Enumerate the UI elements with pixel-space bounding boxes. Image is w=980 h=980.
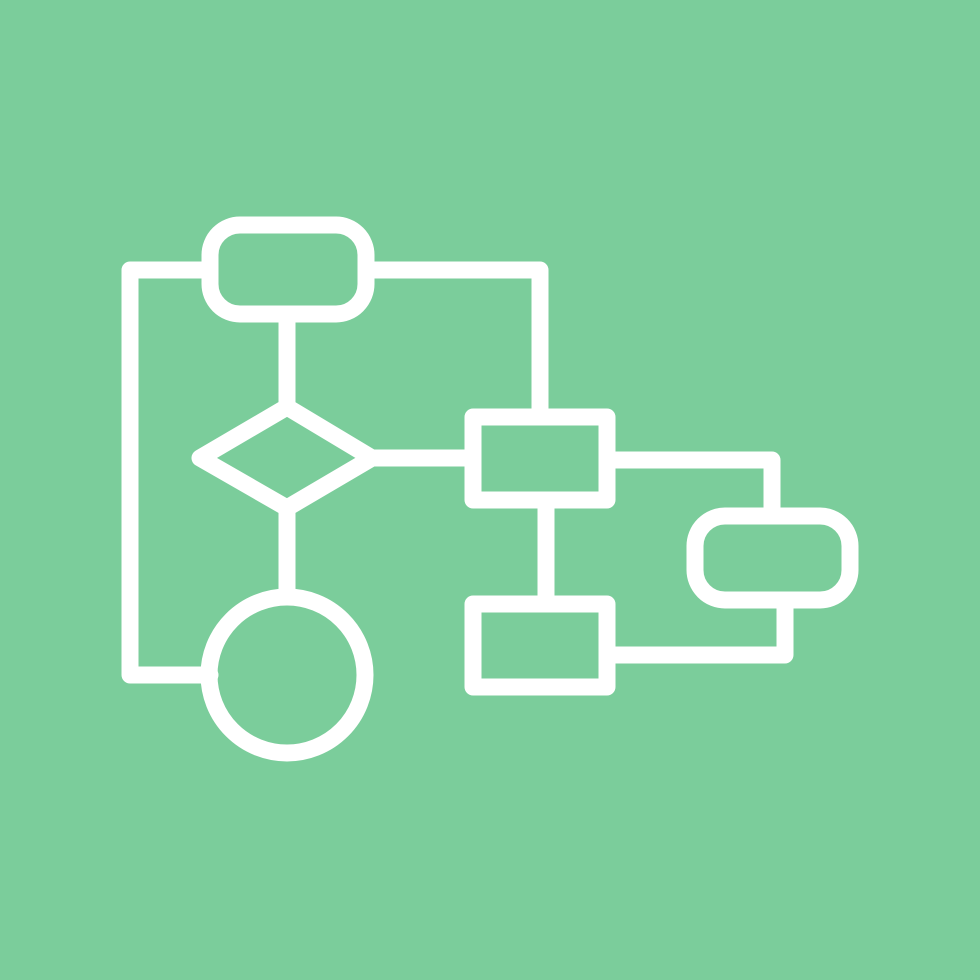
end-circle bbox=[200, 588, 374, 762]
process-box-top bbox=[464, 408, 616, 509]
decision-diamond bbox=[191, 398, 381, 517]
left-loop-connector bbox=[121, 261, 219, 684]
process-box-bottom bbox=[464, 595, 616, 696]
start-terminator bbox=[201, 216, 375, 323]
top-right-connector bbox=[357, 261, 549, 426]
side-terminator bbox=[686, 507, 859, 609]
side-terminator-to-process-connector bbox=[598, 591, 794, 664]
process-to-side-terminator-connector bbox=[598, 451, 781, 525]
